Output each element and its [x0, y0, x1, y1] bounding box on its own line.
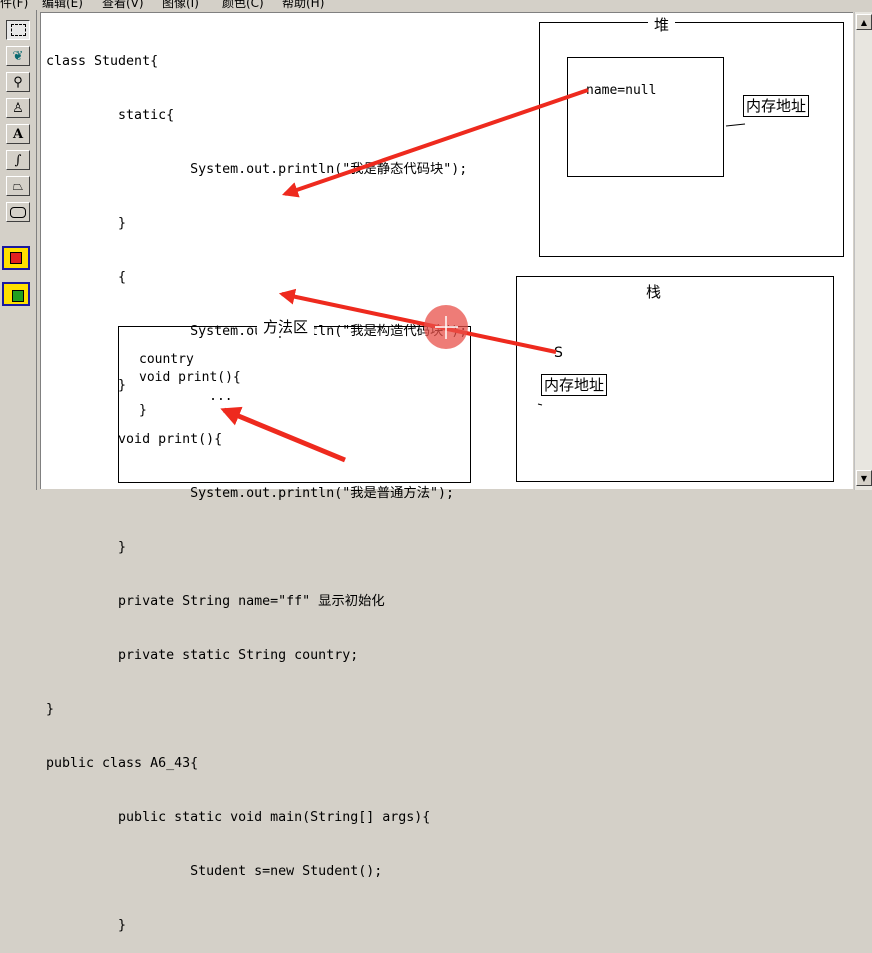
code-line: } — [46, 216, 127, 231]
heap-object-box — [567, 57, 724, 177]
code-line: { — [46, 270, 127, 285]
code-line: class Student{ — [46, 54, 159, 69]
arrow-down-icon: ▼ — [860, 473, 868, 483]
magnifier-icon: ⚲ — [13, 74, 23, 90]
menu-view[interactable]: 查看(V) — [102, 0, 144, 10]
heap-connector-line — [725, 123, 746, 127]
code-line: } — [46, 378, 127, 393]
code-line: } — [46, 702, 55, 717]
color-option-2[interactable] — [2, 282, 30, 306]
color-swatch-icon — [12, 290, 24, 302]
color-swatch-icon — [10, 252, 22, 264]
polygon-icon: ⏢ — [12, 178, 24, 194]
code-line: public static void main(String[] args){ — [46, 810, 431, 825]
polygon-tool[interactable]: ⏢ — [6, 176, 30, 196]
stack-connector-line — [537, 403, 543, 406]
code-line: static{ — [46, 108, 175, 123]
method-area-arrow — [220, 406, 346, 463]
heap-to-field-arrow — [281, 88, 589, 198]
menu-colors[interactable]: 颜色(C) — [222, 0, 264, 10]
code-line: void print(){ — [46, 432, 223, 447]
rounded-rect-icon — [10, 206, 26, 218]
color-option-1[interactable] — [2, 246, 30, 270]
menu-help[interactable]: 帮助(H) — [282, 0, 325, 10]
heap-title: 堆 — [648, 16, 676, 34]
magnifier-tool[interactable]: ⚲ — [6, 72, 30, 92]
method-area-line: void print(){ — [139, 370, 241, 385]
paint-bucket-icon: ❦ — [12, 48, 24, 64]
method-area-line: } — [139, 403, 147, 418]
code-line: private static String country; — [46, 648, 359, 663]
menu-bar: 件(F) 编辑(E) 查看(V) 图像(I) 颜色(C) 帮助(H) — [0, 0, 872, 10]
select-rect-tool[interactable] — [6, 20, 30, 40]
dotted-rect-icon — [10, 24, 26, 36]
code-line: System.out.println("我是静态代码块"); — [46, 162, 468, 177]
arrow-up-icon: ▲ — [860, 17, 868, 27]
heap-address-label: 内存地址 — [743, 95, 810, 117]
method-area-title: 方法区 — [257, 318, 315, 336]
stack-address-label: 内存地址 — [541, 374, 608, 396]
stack-box — [516, 276, 834, 482]
stack-to-new-arrow — [278, 288, 557, 354]
heap-box — [539, 22, 844, 257]
code-line: Student s=new Student(); — [46, 864, 383, 879]
brush-icon: ♙ — [12, 100, 24, 116]
method-area-line: ... — [170, 389, 233, 404]
code-line: } — [46, 540, 127, 555]
stack-title: 栈 — [640, 283, 668, 301]
text-icon: A — [12, 126, 24, 142]
annotation-overlay — [220, 88, 746, 463]
toolbox: ❦ ⚲ ♙ A ∫ ⏢ — [0, 10, 37, 490]
code-line: } — [46, 918, 127, 933]
method-area-line: country — [139, 352, 194, 367]
code-line: public class A6_43{ — [46, 756, 199, 771]
menu-file[interactable]: 件(F) — [0, 0, 29, 10]
text-tool[interactable]: A — [6, 124, 30, 144]
brush-tool[interactable]: ♙ — [6, 98, 30, 118]
menu-image[interactable]: 图像(I) — [162, 0, 199, 10]
curve-tool[interactable]: ∫ — [6, 150, 30, 170]
fill-tool[interactable]: ❦ — [6, 46, 30, 66]
drawing-canvas[interactable] — [40, 12, 853, 489]
code-line: private String name="ff" 显示初始化 — [46, 594, 385, 609]
heap-field-label: name=null — [586, 83, 657, 98]
curve-icon: ∫ — [14, 152, 22, 168]
rounded-rect-tool[interactable] — [6, 202, 30, 222]
menu-edit[interactable]: 编辑(E) — [42, 0, 83, 10]
stack-var-label: S — [554, 345, 563, 361]
